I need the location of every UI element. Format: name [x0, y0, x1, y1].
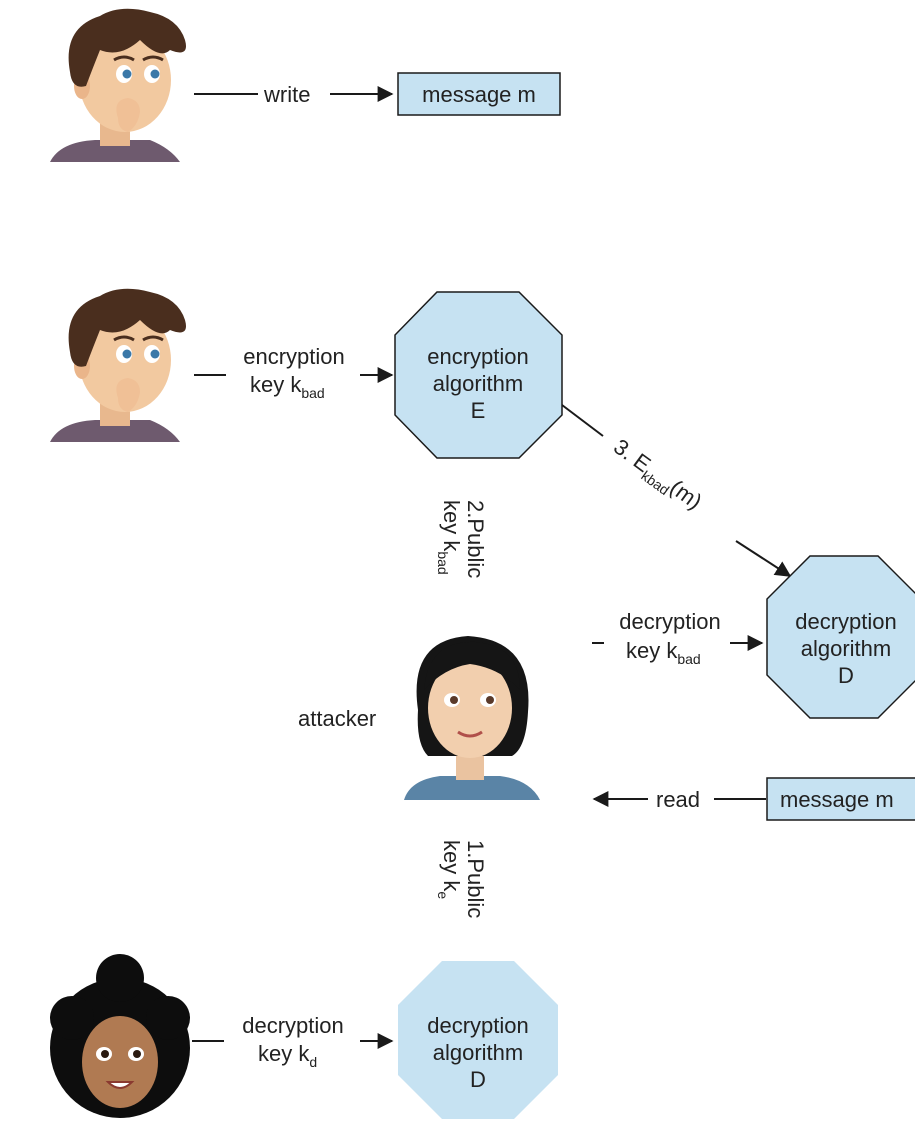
public-key-1-label: 1.Public key ke	[435, 840, 488, 918]
ciphertext-arrow	[735, 540, 792, 577]
receiver-key-label-line1: decryption	[242, 1013, 344, 1038]
enc-alg-line3: E	[471, 398, 486, 423]
enc-alg-line1: encryption	[427, 344, 529, 369]
enc-key-sub: bad	[301, 385, 324, 401]
attacker-label: attacker	[298, 706, 376, 731]
message-label-attacker: message m	[780, 787, 894, 812]
enc-key-label-line2: key kbad	[250, 372, 325, 401]
receiver-key-label-line2: key kd	[258, 1041, 317, 1070]
receiver-dec-alg-line1: decryption	[427, 1013, 529, 1038]
message-label-sender: message m	[422, 82, 536, 107]
receiver-decryption-algorithm-octagon	[398, 961, 558, 1119]
sender-avatar-top	[50, 8, 186, 162]
enc-key-main: key k	[250, 372, 302, 397]
attacker-dec-key-sub: bad	[677, 651, 700, 667]
receiver-key-sub: d	[309, 1054, 317, 1070]
public-key-2-line1: 2.Public	[463, 500, 488, 578]
message-box-attacker	[766, 777, 915, 821]
attacker-dec-key-line1: decryption	[619, 609, 721, 634]
attacker-dec-alg-line3: D	[838, 663, 854, 688]
ciphertext-suffix: (m)	[665, 475, 706, 515]
ciphertext-label: 3. Ekbad(m)	[607, 434, 707, 518]
public-key-1-line2: key ke	[435, 840, 464, 899]
receiver-dec-alg-line3: D	[470, 1067, 486, 1092]
attacker-dec-alg-line2: algorithm	[801, 636, 891, 661]
enc-alg-line2: algorithm	[433, 371, 523, 396]
attacker-avatar	[404, 636, 540, 800]
write-label: write	[263, 82, 310, 107]
public-key-1-sub: e	[435, 891, 451, 899]
public-key-2-sub: bad	[435, 551, 451, 574]
encryption-algorithm-octagon	[394, 291, 563, 459]
public-key-1-main: key k	[439, 840, 464, 892]
public-key-2-line2: key kbad	[435, 500, 464, 575]
attacker-decryption-algorithm-octagon	[766, 555, 915, 719]
receiver-dec-alg-line2: algorithm	[433, 1040, 523, 1065]
attacker-dec-key-line2: key kbad	[626, 638, 701, 667]
public-key-2-main: key k	[439, 500, 464, 552]
enc-key-label-line1: encryption	[243, 344, 345, 369]
svg-text:3. Ekbad(m): 3. Ekbad(m)	[607, 434, 707, 518]
public-key-2-label: 2.Public key kbad	[435, 500, 488, 578]
ciphertext-line-start	[561, 404, 604, 437]
attacker-dec-key-main: key k	[626, 638, 678, 663]
public-key-1-line1: 1.Public	[463, 840, 488, 918]
message-box-sender	[397, 72, 561, 116]
read-label: read	[656, 787, 700, 812]
receiver-avatar	[50, 954, 190, 1118]
receiver-key-main: key k	[258, 1041, 310, 1066]
sender-avatar-middle	[50, 288, 186, 442]
attacker-dec-alg-line1: decryption	[795, 609, 897, 634]
